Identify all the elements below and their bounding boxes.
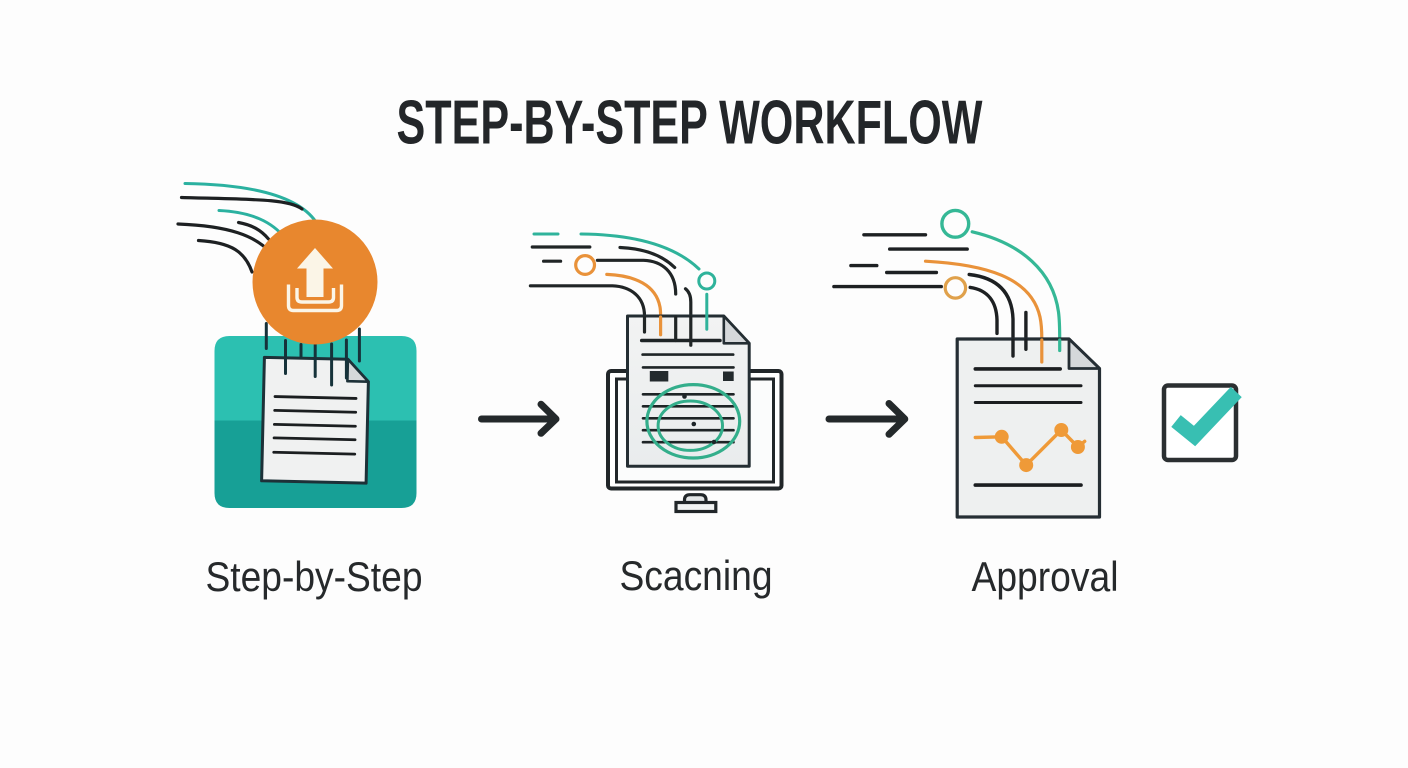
svg-text:Step-by-Step: Step-by-Step <box>206 553 423 600</box>
svg-text:Approval: Approval <box>972 553 1119 600</box>
svg-text:STEP-BY-STEP WORKFLOW: STEP-BY-STEP WORKFLOW <box>397 89 983 158</box>
svg-text:Scacning: Scacning <box>620 552 773 599</box>
